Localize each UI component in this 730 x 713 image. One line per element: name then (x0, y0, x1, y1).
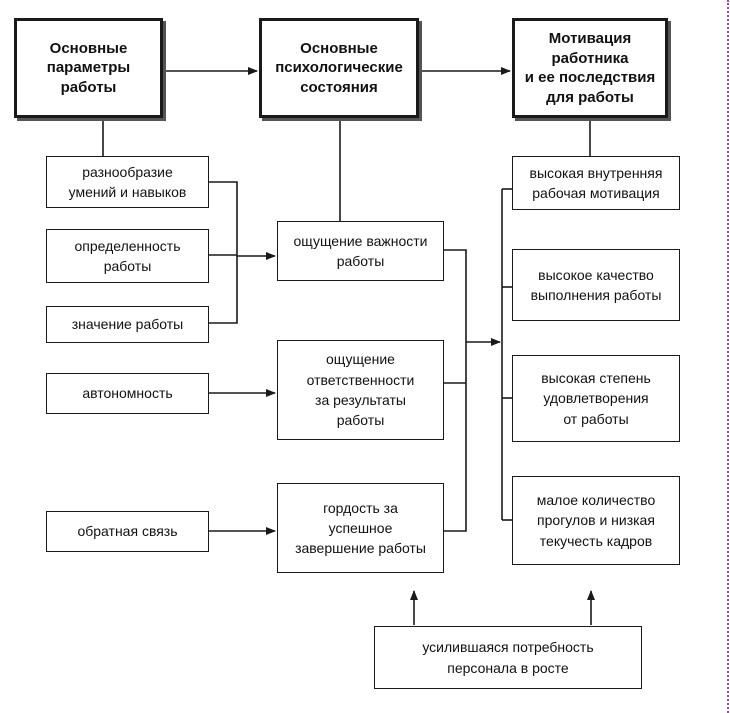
param-autonomy: автономность (46, 373, 209, 414)
param-feedback: обратная связь (46, 511, 209, 552)
outcome-internal-motivation: высокая внутренняя рабочая мотивация (512, 156, 680, 210)
collector-states (444, 249, 467, 532)
state-pride: гордость за успешное завершение работы (277, 483, 444, 573)
bracket-first-three (209, 181, 238, 324)
header-motivation-outcomes: Мотивация работника и ее последствия для… (512, 18, 668, 118)
moderator-growth-need: усилившаяся потребность персонала в рост… (374, 626, 642, 689)
page-edge-line (727, 0, 729, 713)
state-responsibility: ощущение ответственности за результаты р… (277, 340, 444, 440)
param-skill-variety: разнообразие умений и навыков (46, 156, 209, 208)
param-task-identity: определенность работы (46, 229, 209, 283)
param-task-significance: значение работы (46, 306, 209, 343)
outcome-work-quality: высокое качество выполнения работы (512, 249, 680, 321)
header-job-parameters: Основные параметры работы (14, 18, 163, 118)
state-meaningfulness: ощущение важности работы (277, 221, 444, 281)
outcome-low-absenteeism: малое количество прогулов и низкая текуч… (512, 476, 680, 565)
header-psychological-states: Основные психологические состояния (259, 18, 419, 118)
outcome-satisfaction: высокая степень удовлетворения от работы (512, 355, 680, 442)
